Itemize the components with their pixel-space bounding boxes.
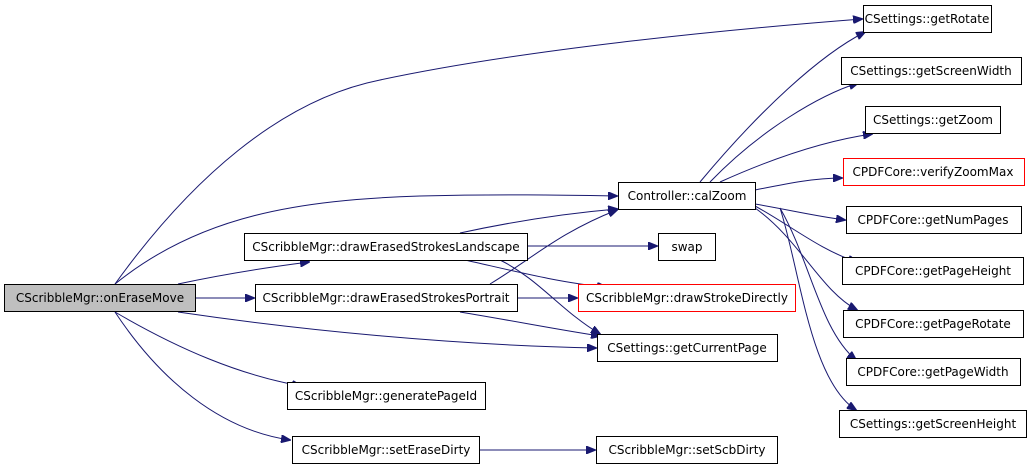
- node-draw-erased-strokes-portrait[interactable]: CScribbleMgr::drawErasedStrokesPortrait: [255, 284, 518, 312]
- edge-calzoom-verify: [754, 178, 842, 191]
- edge-calzoom-numpages: [754, 203, 845, 220]
- node-cal-zoom[interactable]: Controller::calZoom: [618, 182, 756, 210]
- edge-root-calzoom: [114, 195, 617, 285]
- edge-calzoom-rotate: [699, 32, 865, 183]
- node-label: CPDFCore::verifyZoomMax: [853, 165, 1014, 179]
- edge-root-seterase: [114, 311, 290, 440]
- node-label: CPDFCore::getPageRotate: [855, 317, 1011, 331]
- edge-root-landscape: [177, 262, 309, 285]
- node-swap[interactable]: swap: [658, 233, 716, 261]
- node-label: swap: [671, 240, 702, 254]
- edge-calzoom-zoom: [719, 134, 872, 183]
- node-label: CScribbleMgr::setScbDirty: [608, 443, 765, 457]
- node-label: CScribbleMgr::drawStrokeDirectly: [586, 291, 788, 305]
- node-draw-erased-strokes-landscape[interactable]: CScribbleMgr::drawErasedStrokesLandscape: [244, 233, 528, 261]
- node-set-scb-dirty[interactable]: CScribbleMgr::setScbDirty: [596, 436, 778, 464]
- node-verify-zoom-max[interactable]: CPDFCore::verifyZoomMax: [843, 158, 1025, 186]
- node-get-zoom[interactable]: CSettings::getZoom: [865, 106, 1001, 134]
- edge-landscape-curpage: [499, 259, 600, 334]
- node-label: CScribbleMgr::setEraseDirty: [302, 443, 471, 457]
- node-set-erase-dirty[interactable]: CScribbleMgr::setEraseDirty: [292, 436, 480, 464]
- edge-landscape-calzoom: [459, 209, 617, 234]
- node-get-page-rotate[interactable]: CPDFCore::getPageRotate: [843, 310, 1024, 338]
- node-label: CSettings::getZoom: [873, 113, 993, 127]
- node-get-page-height[interactable]: CPDFCore::getPageHeight: [842, 257, 1024, 285]
- node-on-erase-move[interactable]: CScribbleMgr::onEraseMove: [4, 284, 196, 312]
- edge-calzoom-pagerot: [754, 207, 857, 310]
- edge-root-rotate: [114, 19, 862, 285]
- node-get-current-page[interactable]: CSettings::getCurrentPage: [597, 334, 778, 362]
- node-label: Controller::calZoom: [628, 189, 747, 203]
- node-label: CScribbleMgr::generatePageId: [295, 389, 477, 403]
- edge-root-curpage: [177, 311, 596, 348]
- node-label: CScribbleMgr::onEraseMove: [16, 291, 184, 305]
- edges: [114, 19, 872, 450]
- node-label: CScribbleMgr::drawErasedStrokesLandscape: [252, 240, 519, 254]
- node-get-rotate[interactable]: CSettings::getRotate: [863, 5, 992, 33]
- edge-calzoom-pagew: [779, 207, 856, 360]
- node-label: CSettings::getScreenWidth: [850, 64, 1012, 78]
- node-draw-stroke-directly[interactable]: CScribbleMgr::drawStrokeDirectly: [578, 284, 796, 312]
- node-get-num-pages[interactable]: CPDFCore::getNumPages: [846, 206, 1022, 234]
- node-get-page-width[interactable]: CPDFCore::getPageWidth: [846, 358, 1021, 386]
- node-generate-page-id[interactable]: CScribbleMgr::generatePageId: [287, 382, 486, 410]
- edge-portrait-curpage: [459, 311, 600, 336]
- node-get-screen-height[interactable]: CSettings::getScreenHeight: [839, 410, 1027, 438]
- node-label: CPDFCore::getPageWidth: [857, 365, 1008, 379]
- edge-calzoom-screenw: [709, 83, 858, 183]
- node-label: CSettings::getRotate: [865, 12, 990, 26]
- edge-root-genpage: [114, 311, 301, 386]
- node-get-screen-width[interactable]: CSettings::getScreenWidth: [841, 57, 1022, 85]
- node-label: CScribbleMgr::drawErasedStrokesPortrait: [262, 291, 509, 305]
- edge-portrait-calzoom: [489, 210, 617, 285]
- edge-calzoom-pageh: [754, 205, 857, 262]
- node-label: CSettings::getScreenHeight: [850, 417, 1017, 431]
- node-label: CSettings::getCurrentPage: [607, 341, 767, 355]
- node-label: CPDFCore::getPageHeight: [855, 264, 1011, 278]
- node-label: CPDFCore::getNumPages: [858, 213, 1009, 227]
- edge-calzoom-screenh: [779, 207, 856, 410]
